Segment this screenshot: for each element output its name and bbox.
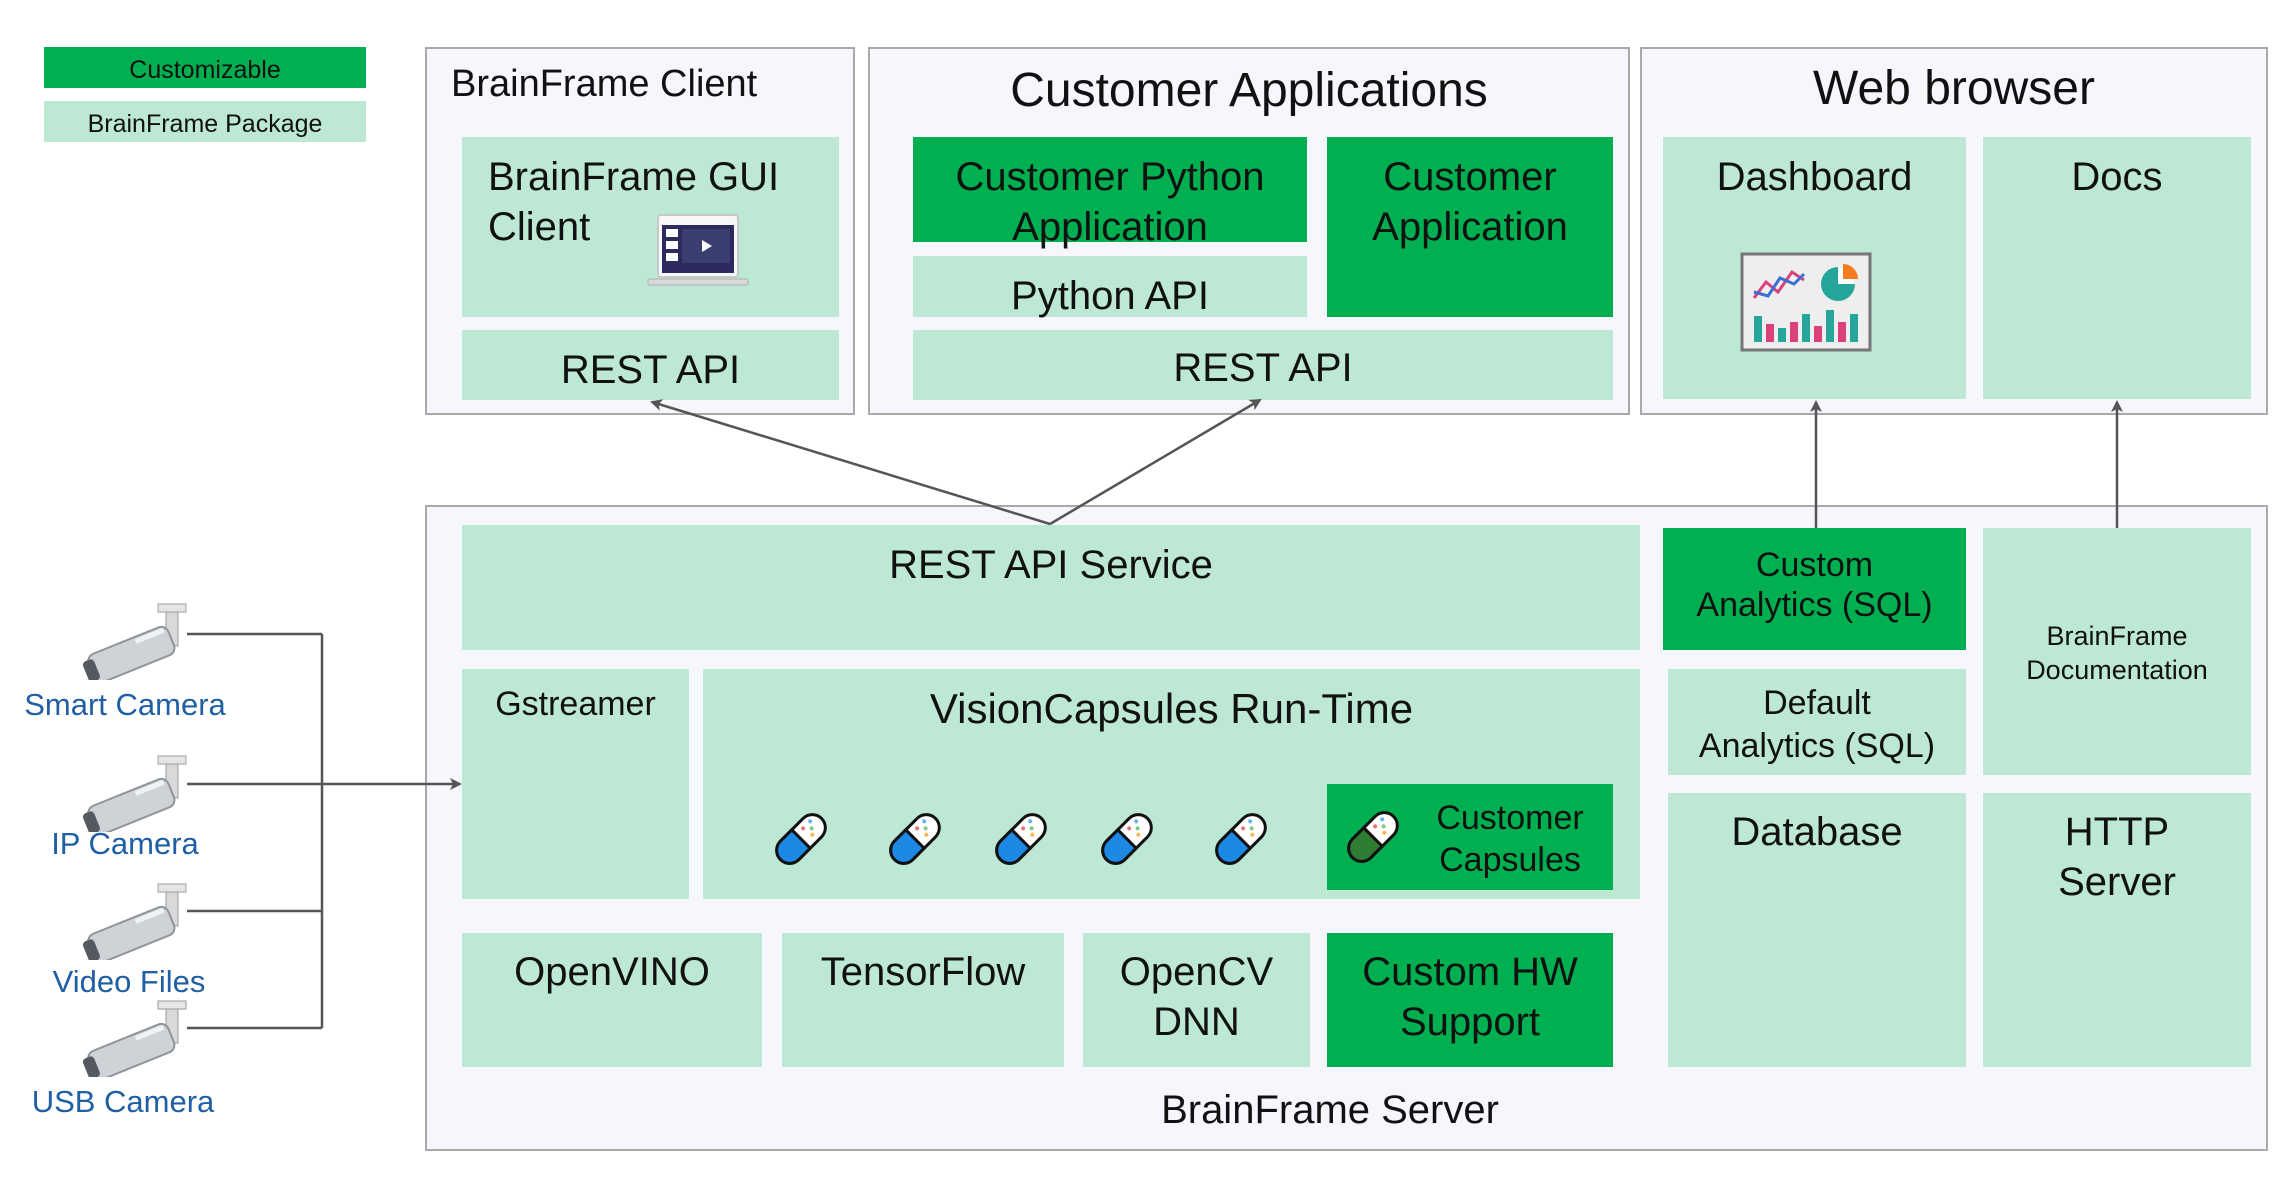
customer-capsules-line2: Capsules: [1439, 841, 1581, 879]
customer-application-line2: Application: [1372, 205, 1568, 249]
http-server-line2: Server: [2058, 860, 2176, 904]
gui-client-box: [462, 137, 839, 317]
customer-application-line1: Customer: [1383, 155, 1557, 199]
security-camera-icon: [80, 997, 190, 1081]
brainframe-client-title: BrainFrame Client: [451, 63, 758, 105]
customer-python-application-line2: Application: [1012, 205, 1208, 249]
docs-label: Docs: [2071, 155, 2163, 199]
custom-hw-support-box: [1327, 933, 1613, 1067]
database-label: Database: [1731, 810, 1903, 854]
laptop-icon: [646, 213, 750, 293]
visioncapsules-runtime-label: VisionCapsules Run-Time: [929, 685, 1414, 732]
dashboard-label: Dashboard: [1716, 155, 1913, 199]
customer-python-application-box: [913, 137, 1307, 242]
security-camera-icon: [80, 752, 190, 836]
default-analytics-line1: Default: [1763, 684, 1871, 722]
client-rest-api-label: REST API: [560, 348, 741, 392]
default-analytics-line2: Analytics (SQL): [1698, 727, 1936, 765]
rest-api-service-box: [462, 525, 1640, 650]
openvino-box: [462, 933, 762, 1067]
opencv-dnn-line1: OpenCV: [1119, 950, 1274, 994]
brainframe-documentation-line2: Documentation: [2026, 655, 2208, 685]
legend-customizable-label: Customizable: [129, 56, 281, 84]
tensorflow-label: TensorFlow: [820, 950, 1026, 994]
gstreamer-box: [462, 669, 689, 899]
opencv-dnn-box: [1083, 933, 1310, 1067]
http-server-line1: HTTP: [2064, 810, 2170, 854]
custom-analytics-box: [1663, 528, 1966, 650]
custom-analytics-line1: Custom: [1755, 546, 1874, 584]
customer-application-box: [1327, 137, 1613, 317]
customer-rest-api-label: REST API: [1173, 346, 1353, 390]
legend-customizable: Customizable: [44, 47, 366, 88]
brainframe-server-title: BrainFrame Server: [1161, 1088, 1499, 1132]
default-analytics-box: [1668, 669, 1966, 775]
gui-client-label-line2: Client: [488, 205, 591, 249]
capsule-icon: [1340, 804, 1406, 870]
security-camera-icon: [80, 880, 190, 964]
source-label-ip-camera: IP Camera: [51, 826, 199, 861]
capsule-icon: [1094, 806, 1160, 872]
capsule-icon: [1208, 806, 1274, 872]
customer-rest-api-box: [913, 330, 1613, 400]
python-api-box: [913, 256, 1307, 317]
source-label-usb-camera: USB Camera: [31, 1084, 215, 1119]
gstreamer-label: Gstreamer: [495, 685, 656, 723]
custom-hw-support-line2: Support: [1399, 1000, 1541, 1044]
customer-python-application-line1: Customer Python: [955, 155, 1265, 199]
brainframe-documentation-line1: BrainFrame: [2046, 621, 2188, 651]
source-label-smart-camera: Smart Camera: [24, 687, 226, 722]
python-api-label: Python API: [1011, 274, 1209, 318]
database-box: [1668, 793, 1966, 1067]
customer-capsules-line1: Customer: [1436, 799, 1584, 837]
customer-applications-title: Customer Applications: [1010, 64, 1488, 117]
tensorflow-box: [782, 933, 1064, 1067]
rest-api-service-label: REST API Service: [889, 543, 1213, 587]
legend-package: BrainFrame Package: [44, 101, 366, 142]
openvino-label: OpenVINO: [514, 950, 710, 994]
brainframe-documentation-box: [1983, 528, 2251, 775]
docs-box: [1983, 137, 2251, 399]
client-rest-api-box: [462, 330, 839, 400]
capsule-icon: [768, 806, 834, 872]
chart-dashboard-icon: [1740, 252, 1872, 352]
custom-analytics-line2: Analytics (SQL): [1696, 586, 1933, 624]
http-server-box: [1983, 793, 2251, 1067]
gui-client-label-line1: BrainFrame GUI: [488, 155, 780, 199]
opencv-dnn-line2: DNN: [1153, 1000, 1240, 1044]
security-camera-icon: [80, 600, 190, 684]
capsule-icon: [988, 806, 1054, 872]
capsule-icon: [882, 806, 948, 872]
source-label-video-files: Video Files: [52, 964, 206, 999]
custom-hw-support-line1: Custom HW: [1362, 950, 1578, 994]
legend-package-label: BrainFrame Package: [87, 110, 323, 138]
web-browser-title: Web browser: [1813, 62, 2095, 115]
